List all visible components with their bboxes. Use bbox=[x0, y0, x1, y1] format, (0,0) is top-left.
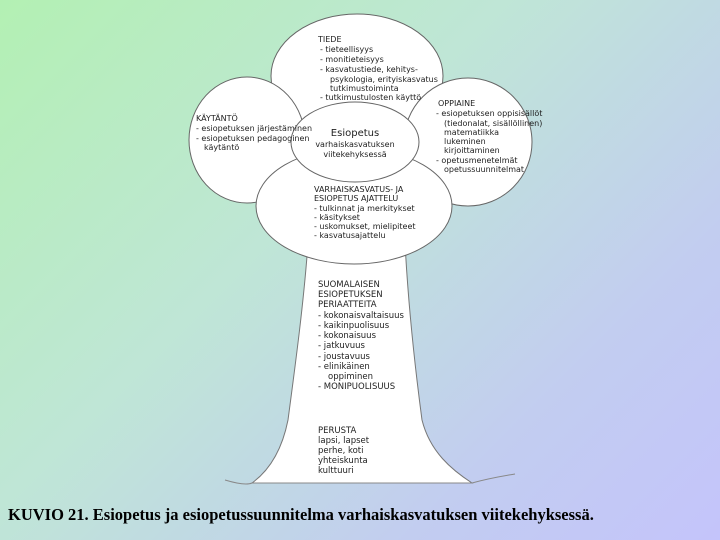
periaatteet-item: - kokonaisuus bbox=[318, 331, 377, 341]
periaatteet-item: - joustavuus bbox=[318, 352, 370, 362]
periaatteet-item: oppiminen bbox=[328, 372, 373, 382]
tiede-item: - kasvatustiede, kehitys- bbox=[320, 65, 418, 74]
ajattelu-title: VARHAISKASVATUS- JA bbox=[314, 185, 404, 194]
periaatteet-item: - kaikinpuolisuus bbox=[318, 321, 390, 331]
center-line: viitekehyksessä bbox=[323, 150, 386, 159]
periaatteet-item: - MONIPUOLISUUS bbox=[318, 382, 395, 392]
tiede-item: tutkimustoiminta bbox=[330, 84, 399, 93]
oppiaine-item: lukeminen bbox=[444, 137, 486, 146]
oppiaine-item: kirjoittaminen bbox=[444, 146, 500, 155]
oppiaine-item: opetussuunnitelmat bbox=[444, 165, 524, 174]
center-line: varhaiskasvatuksen bbox=[315, 140, 394, 149]
perusta-item: lapsi, lapset bbox=[318, 436, 370, 446]
perusta-item: yhteiskunta bbox=[318, 456, 368, 466]
center-ellipse bbox=[290, 101, 420, 183]
periaatteet-item: - kokonaisvaltaisuus bbox=[318, 311, 405, 321]
periaatteet-title: ESIOPETUKSEN bbox=[318, 290, 383, 300]
kaytanto-item: - esiopetuksen järjestäminen bbox=[196, 124, 312, 133]
center-line: Esiopetus bbox=[331, 128, 379, 139]
periaatteet-title: PERIAATTEITA bbox=[318, 300, 377, 310]
kaytanto-item: käytäntö bbox=[204, 143, 239, 152]
oppiaine-item: - opetusmenetelmät bbox=[436, 156, 518, 165]
tiede-item: psykologia, erityiskasvatus bbox=[330, 75, 438, 84]
tiede-item: - tieteellisyys bbox=[320, 45, 373, 54]
periaatteet-item: - jatkuvuus bbox=[318, 341, 366, 351]
tiede-item: - tutkimustulosten käyttö bbox=[320, 93, 421, 102]
figure-caption: KUVIO 21. Esiopetus ja esiopetussuunnite… bbox=[8, 505, 594, 524]
ground-line bbox=[224, 473, 516, 485]
ajattelu-item: - uskomukset, mielipiteet bbox=[314, 222, 416, 231]
oppiaine-item: (tiedonalat, sisällöllinen) bbox=[444, 119, 542, 128]
tiede-title: TIEDE bbox=[317, 35, 342, 44]
ajattelu-item: - käsitykset bbox=[314, 213, 360, 222]
perusta-title: PERUSTA bbox=[318, 426, 357, 436]
ajattelu-title: ESIOPETUS AJATTELU bbox=[314, 194, 398, 203]
periaatteet-item: - elinikäinen bbox=[318, 362, 370, 372]
kaytanto-item: - esiopetuksen pedagoginen bbox=[196, 134, 310, 143]
oppiaine-item: matematiikka bbox=[444, 128, 499, 137]
oppiaine-item: - esiopetuksen oppisisällöt bbox=[436, 109, 542, 118]
ajattelu-item: - kasvatusajattelu bbox=[314, 231, 386, 240]
periaatteet-title: SUOMALAISEN bbox=[318, 280, 380, 290]
perusta-item: perhe, koti bbox=[318, 446, 364, 456]
oppiaine-title: OPPIAINE bbox=[438, 99, 475, 108]
perusta-item: kulttuuri bbox=[318, 466, 354, 476]
tiede-item: - monitieteisyys bbox=[320, 55, 384, 64]
kaytanto-title: KÄYTÄNTÖ bbox=[196, 113, 238, 123]
ajattelu-item: - tulkinnat ja merkitykset bbox=[314, 204, 415, 213]
